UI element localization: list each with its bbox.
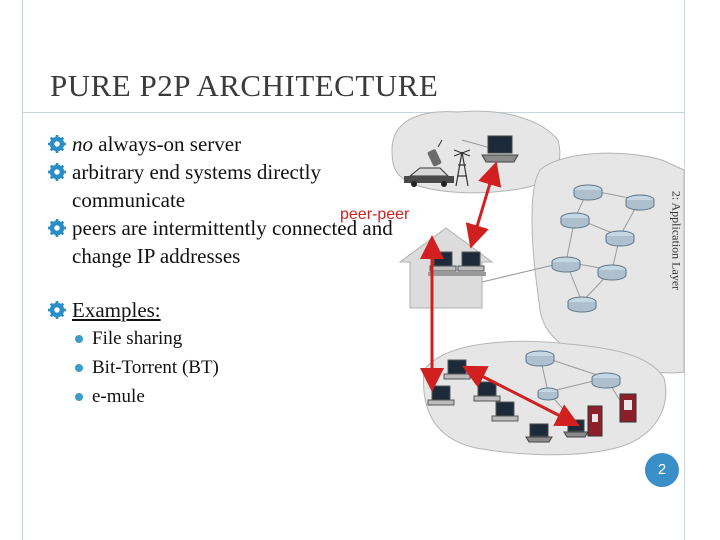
example-item: Bit-Torrent (BT) bbox=[48, 353, 428, 382]
router-icon bbox=[560, 212, 590, 229]
bullet-item: no always-on server bbox=[48, 130, 428, 158]
cellphone-icon bbox=[427, 139, 443, 167]
side-chapter-label: 2: Application Layer bbox=[669, 190, 684, 291]
title-divider bbox=[22, 112, 684, 113]
router-icon bbox=[537, 387, 559, 401]
router-icon bbox=[525, 350, 555, 367]
bullet-emphasis: no bbox=[72, 132, 93, 156]
server-icon bbox=[587, 405, 603, 437]
desktop-computer-icon bbox=[491, 401, 519, 422]
bullet-text: always-on server bbox=[93, 132, 242, 156]
desktop-computer-icon bbox=[443, 359, 471, 380]
router-icon bbox=[597, 264, 627, 281]
bullet-item: peers are intermittently connected and c… bbox=[48, 214, 428, 270]
dot-bullet-icon bbox=[75, 364, 83, 372]
example-text: File sharing bbox=[92, 328, 183, 349]
dot-bullet-icon bbox=[75, 393, 83, 401]
laptop-icon bbox=[481, 135, 519, 163]
router-icon bbox=[591, 372, 621, 389]
bullet-item: arbitrary end systems directly communica… bbox=[48, 158, 428, 214]
bullet-text: peers are intermittently connected and c… bbox=[72, 216, 393, 268]
frame-left-rule bbox=[22, 0, 23, 540]
desktop-computer-icon bbox=[456, 251, 486, 276]
example-item: e-mule bbox=[48, 382, 428, 411]
bullet-list: no always-on server arbitrary end system… bbox=[48, 130, 428, 411]
examples-heading-item: Examples: bbox=[48, 296, 428, 324]
gear-bullet-icon bbox=[48, 219, 66, 237]
peer-peer-label: peer-peer bbox=[340, 206, 410, 223]
bullet-text: arbitrary end systems directly communica… bbox=[72, 160, 322, 212]
gear-bullet-icon bbox=[48, 301, 66, 319]
router-icon bbox=[573, 184, 603, 201]
gear-bullet-icon bbox=[48, 135, 66, 153]
laptop-icon bbox=[525, 423, 553, 443]
examples-heading: Examples: bbox=[72, 298, 161, 322]
car-icon bbox=[404, 167, 454, 187]
gear-bullet-icon bbox=[48, 163, 66, 181]
desktop-computer-icon bbox=[427, 385, 455, 406]
router-icon bbox=[605, 230, 635, 247]
server-icon bbox=[619, 393, 637, 423]
dot-bullet-icon bbox=[75, 335, 83, 343]
page-title: PURE P2P ARCHITECTURE bbox=[50, 68, 439, 103]
peer-arrow-top bbox=[465, 161, 502, 249]
router-icon bbox=[625, 194, 655, 211]
peer-arrow-bottom bbox=[461, 365, 581, 427]
laptop-icon bbox=[563, 419, 589, 438]
router-icon bbox=[551, 256, 581, 273]
example-item: File sharing bbox=[48, 324, 428, 353]
example-text: e-mule bbox=[92, 386, 145, 407]
router-icon bbox=[567, 296, 597, 313]
example-text: Bit-Torrent (BT) bbox=[92, 357, 219, 378]
page-number-badge: 2 bbox=[645, 453, 679, 487]
